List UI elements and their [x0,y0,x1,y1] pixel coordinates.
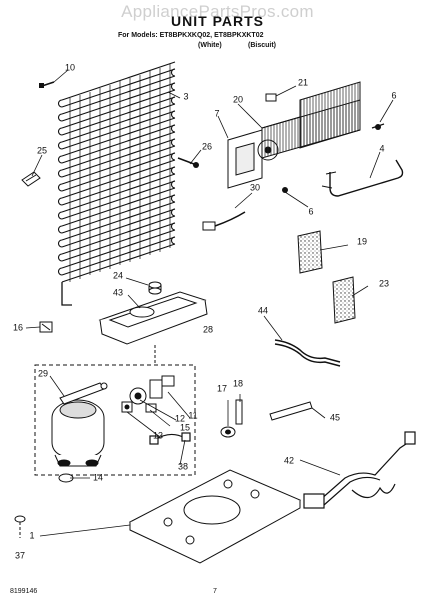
capacitor-29 [59,382,108,405]
relay-11 [149,375,175,399]
callout-12: 12 [174,413,186,424]
callout-13: 13 [152,430,164,441]
harness-plug-30 [202,211,246,231]
screw-26 [177,157,199,168]
compressor [51,399,105,467]
callout-6-bottom: 6 [308,206,314,217]
callout-37: 37 [14,550,26,561]
callout-11: 11 [188,410,198,421]
callout-20: 20 [232,94,244,105]
screw-10 [39,81,55,88]
screw-6-top [371,123,385,130]
variant-white-label: (White) [198,42,222,49]
drain-tube [321,159,404,197]
callout-23: 23 [378,278,390,289]
callout-42: 42 [283,455,295,466]
diagram-title: UNIT PARTS [171,13,264,29]
part-21-clip [265,93,277,102]
callout-10: 10 [64,62,76,73]
callout-43: 43 [112,287,124,298]
overload-12 [129,387,147,405]
callout-25: 25 [36,145,48,156]
base-plate [128,469,302,564]
screw-6-bottom [282,187,288,193]
callout-26: 26 [201,141,213,152]
callout-17: 17 [216,383,228,394]
callout-29: 29 [37,368,49,379]
insulation-pad-19 [297,230,323,274]
hose-44 [274,339,341,367]
grommet-37 [14,515,26,538]
model-numbers: For Models: ET8BPKXKQ02, ET8BPKXKT02 [118,32,264,39]
fan-assembly [227,81,361,189]
callout-4: 4 [379,143,385,154]
leader-lines [25,69,394,537]
callout-1: 1 [29,530,35,541]
grommet-17 [220,426,236,438]
tube-45 [269,401,313,421]
callout-30: 30 [249,182,261,193]
grommet-24 [148,281,162,295]
callout-45: 45 [329,412,341,423]
wire-38 [149,432,191,445]
callout-15: 15 [179,422,191,433]
drain-pan [98,291,208,345]
clip-25 [21,171,41,187]
compressor-group-box [34,364,196,476]
variant-biscuit-label: (Biscuit) [248,42,276,49]
screw-18 [235,399,243,425]
watermark: AppliancePartsPros.com [121,2,314,21]
callout-3: 3 [183,91,189,102]
callout-44: 44 [257,305,269,316]
callout-7: 7 [214,108,220,119]
page-number: 7 [213,588,217,595]
callout-18: 18 [232,378,244,389]
callout-6-top: 6 [391,90,397,101]
insulation-pad-23 [332,276,356,324]
callout-14: 14 [92,472,104,483]
wire-harness-42 [303,431,416,509]
doc-number: 8199146 [10,588,38,595]
part-16-connector [39,321,53,333]
callout-21: 21 [297,77,309,88]
callout-24: 24 [112,270,124,281]
callout-38: 38 [177,461,189,472]
cover-13 [121,401,133,413]
callout-16: 16 [12,322,24,333]
callout-19: 19 [356,236,368,247]
condenser-coil [57,61,176,306]
terminal-15 [145,403,157,413]
callout-28: 28 [202,324,214,335]
